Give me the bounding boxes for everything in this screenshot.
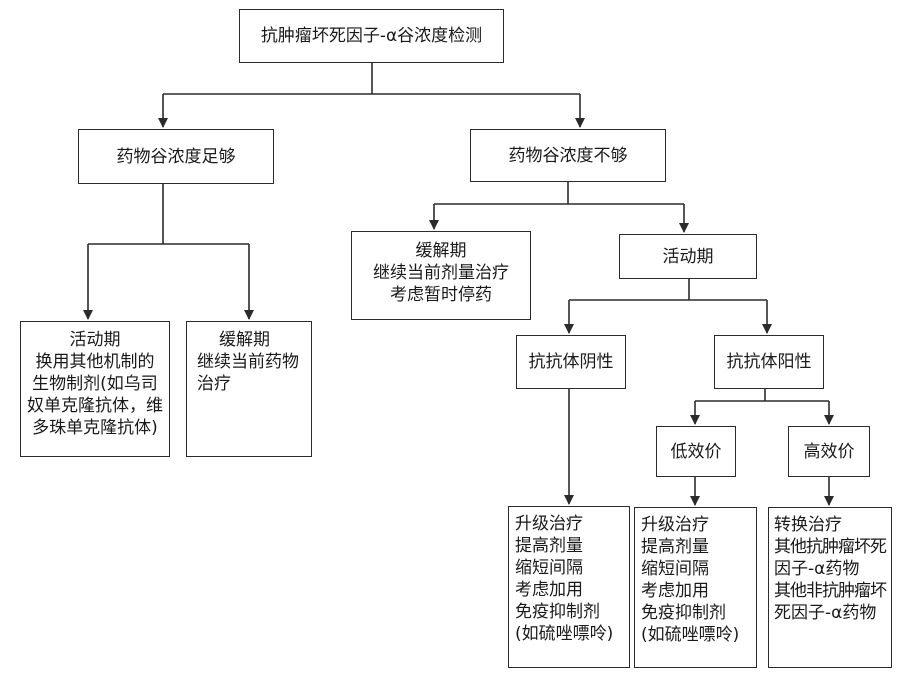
inadequate-remission-line: 考虑暂时停药 xyxy=(390,285,492,305)
negative-action-item: 提高剂量 xyxy=(515,536,583,556)
negative-action-item: 免疫抑制剂 xyxy=(515,602,600,622)
negative-action-item: (如硫唑嘌呤) xyxy=(515,624,614,644)
adequate-remission-title: 缓解期 xyxy=(219,330,270,350)
antibody-positive-node: 抗抗体阳性 xyxy=(714,335,824,389)
low-titer-label: 低效价 xyxy=(670,441,722,462)
high-titer-actions-node: 转换治疗 其他抗肿瘤坏死 因子-α药物 其他非抗肿瘤坏 死因子-α药物 xyxy=(768,507,892,668)
low-titer-actions-node: 升级治疗 提高剂量 缩短间隔 考虑加用 免疫抑制剂 (如硫唑嘌呤) xyxy=(634,507,757,668)
adequate-active-title: 活动期 xyxy=(69,330,121,350)
inadequate-remission-title: 缓解期 xyxy=(415,241,467,261)
low-titer-action-item: 提高剂量 xyxy=(641,537,709,557)
inadequate-label: 药物谷浓度不够 xyxy=(508,145,628,166)
high-titer-action-item: 因子-α药物 xyxy=(774,559,860,579)
negative-actions-node: 升级治疗 提高剂量 缩短间隔 考虑加用 免疫抑制剂 (如硫唑嘌呤) xyxy=(508,506,630,668)
root-label: 抗肿瘤坏死因子-α谷浓度检测 xyxy=(260,26,483,46)
antibody-negative-node: 抗抗体阴性 xyxy=(516,335,626,389)
low-titer-action-item: 免疫抑制剂 xyxy=(641,603,726,623)
adequate-active-line: 奴单克隆抗体，维 xyxy=(27,396,163,416)
adequate-remission-line: 治疗 xyxy=(197,374,231,394)
high-titer-node: 高效价 xyxy=(788,426,870,477)
low-titer-action-item: 缩短间隔 xyxy=(641,559,709,579)
inadequate-node: 药物谷浓度不够 xyxy=(470,129,666,182)
inadequate-remission-node: 缓解期 继续当前剂量治疗 考虑暂时停药 xyxy=(351,231,531,320)
adequate-active-line: 换用其他机制的 xyxy=(35,352,155,372)
adequate-remission-line: 继续当前药物 xyxy=(197,352,299,372)
adequate-node: 药物谷浓度足够 xyxy=(78,129,274,184)
low-titer-action-item: (如硫唑嘌呤) xyxy=(641,625,740,645)
negative-action-item: 考虑加用 xyxy=(515,580,583,600)
adequate-remission-node: 缓解期 继续当前药物 治疗 xyxy=(186,321,312,457)
antibody-negative-label: 抗抗体阴性 xyxy=(528,352,614,372)
adequate-active-line: 多珠单克隆抗体) xyxy=(32,418,158,438)
negative-action-item: 升级治疗 xyxy=(515,514,583,534)
antibody-positive-label: 抗抗体阳性 xyxy=(726,352,812,372)
inadequate-active-node: 活动期 xyxy=(619,234,757,279)
inadequate-active-title: 活动期 xyxy=(662,246,714,267)
high-titer-action-item: 其他非抗肿瘤坏 xyxy=(774,581,887,601)
adequate-active-line: 生物制剂(如乌司 xyxy=(32,374,158,394)
high-titer-label: 高效价 xyxy=(803,441,855,462)
adequate-label: 药物谷浓度足够 xyxy=(116,146,236,167)
high-titer-action-item: 其他抗肿瘤坏死 xyxy=(774,537,887,557)
inadequate-remission-line: 继续当前剂量治疗 xyxy=(373,263,509,283)
high-titer-action-item: 转换治疗 xyxy=(774,515,842,535)
low-titer-node: 低效价 xyxy=(656,426,736,477)
low-titer-action-item: 升级治疗 xyxy=(641,515,709,535)
low-titer-action-item: 考虑加用 xyxy=(641,581,709,601)
negative-action-item: 缩短间隔 xyxy=(515,558,583,578)
adequate-active-node: 活动期 换用其他机制的 生物制剂(如乌司 奴单克隆抗体，维 多珠单克隆抗体) xyxy=(20,321,170,457)
high-titer-action-item: 死因子-α药物 xyxy=(774,603,877,623)
root-node: 抗肿瘤坏死因子-α谷浓度检测 xyxy=(239,9,504,63)
